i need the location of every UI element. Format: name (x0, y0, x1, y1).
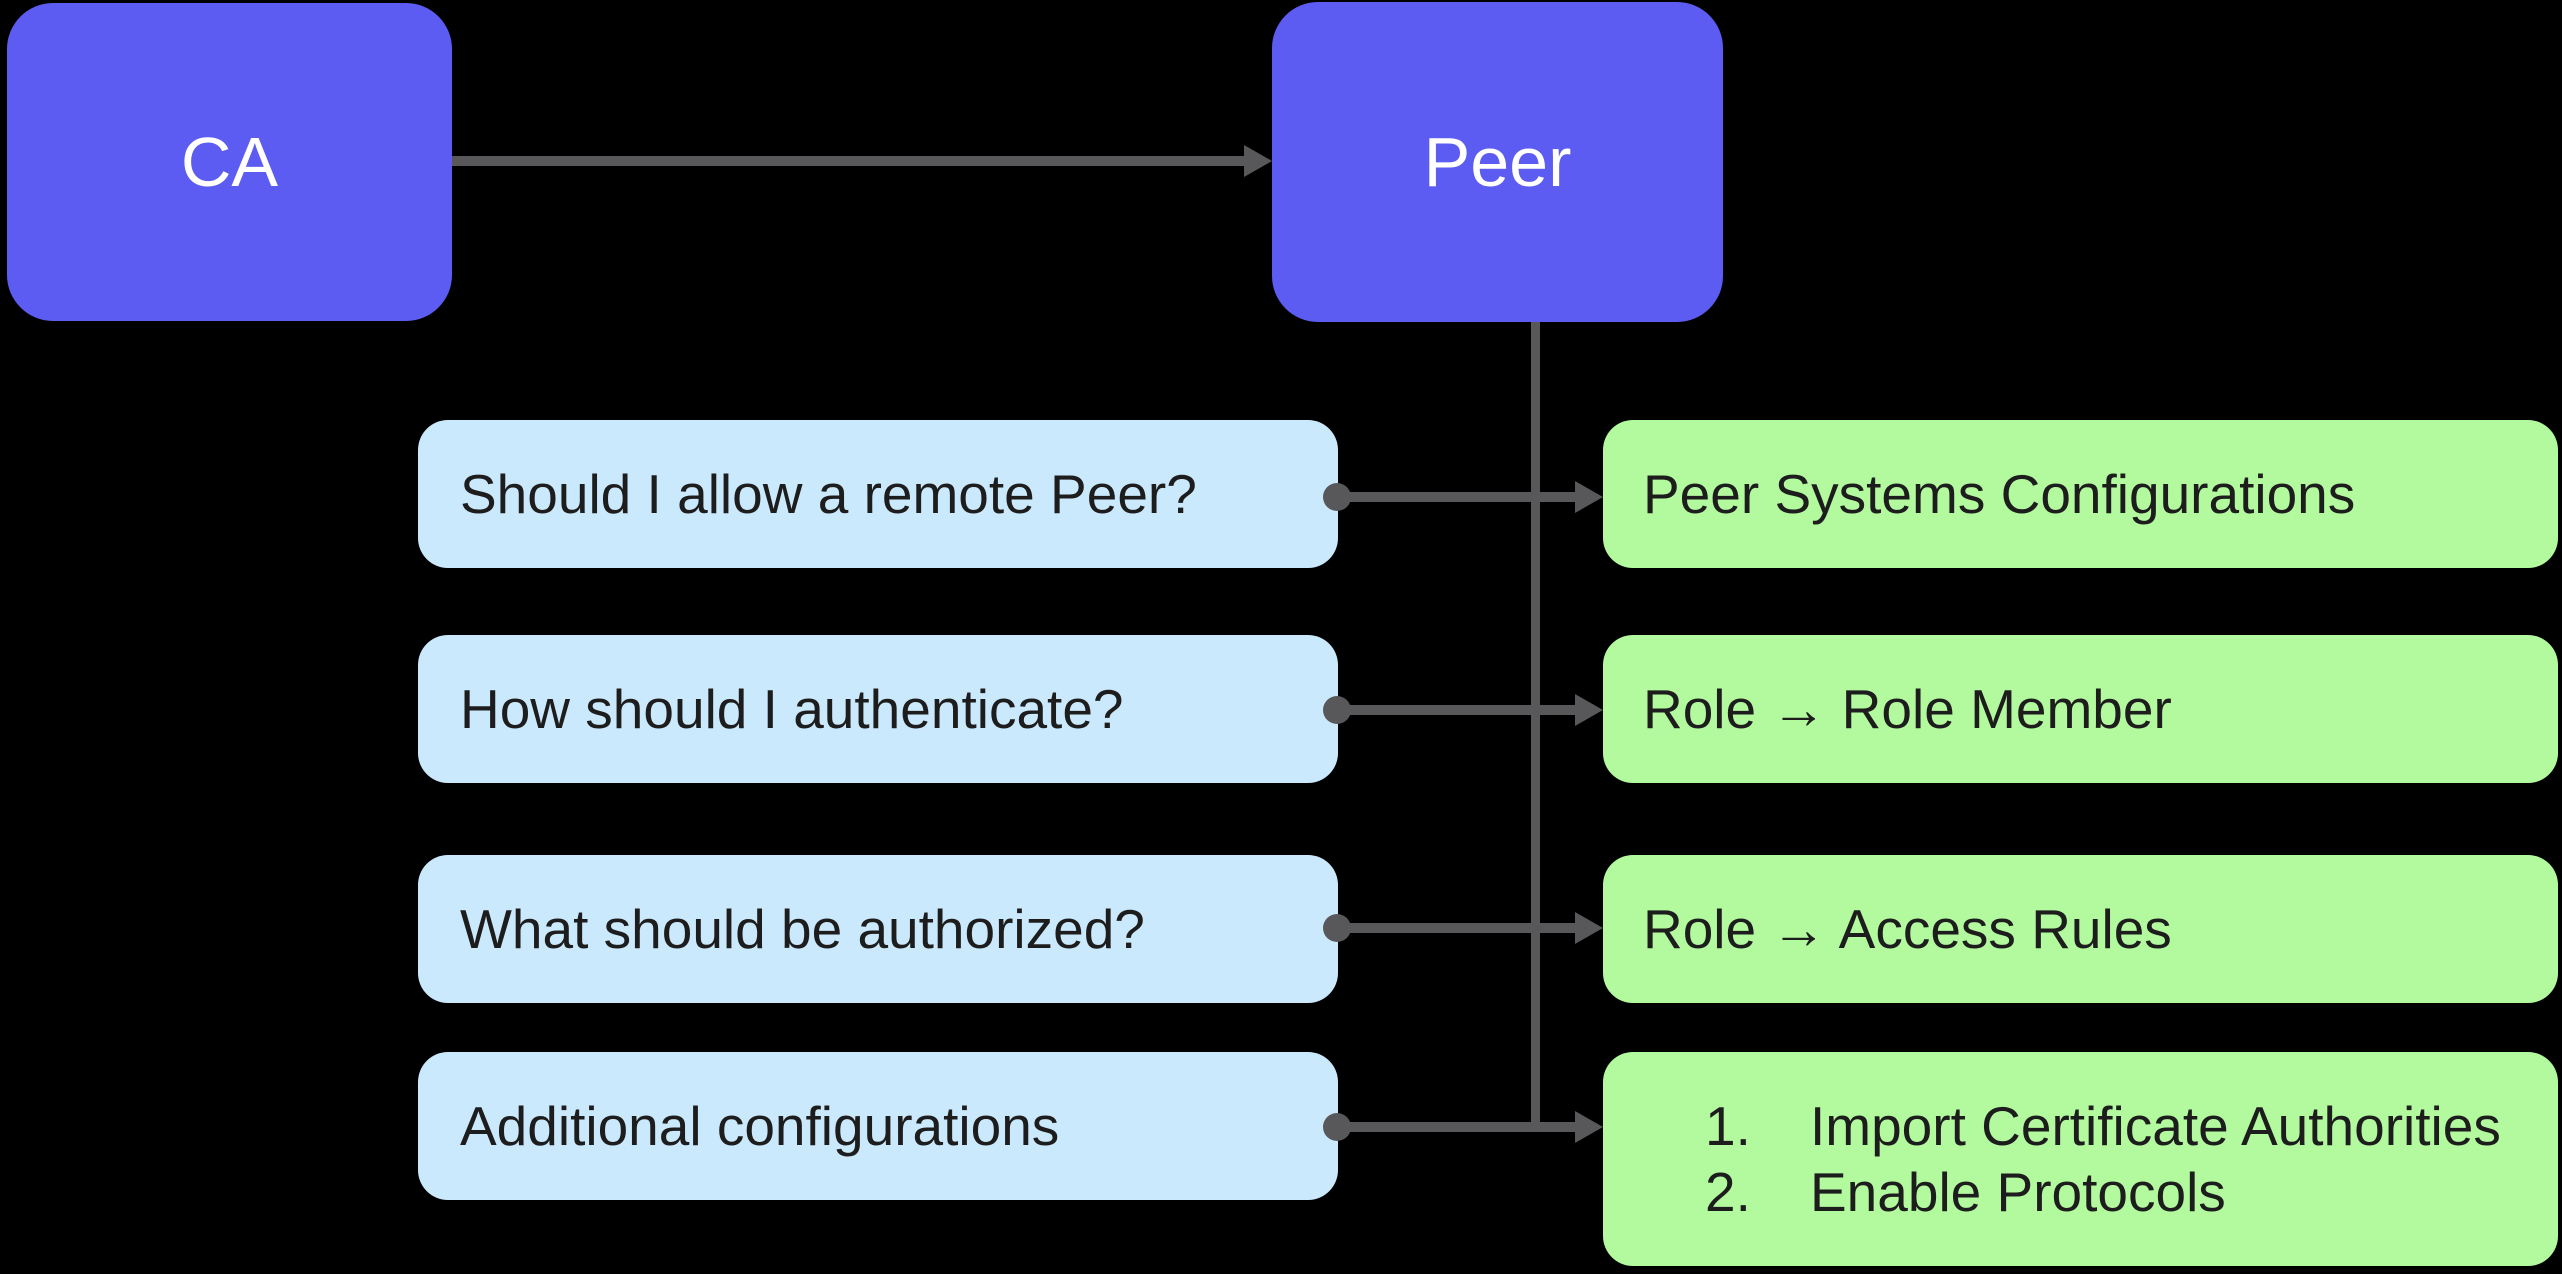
answer-box-additional-steps-list: 1. Import Certificate Authorities 2. Ena… (1603, 1052, 2558, 1266)
question-label-1: Should I allow a remote Peer? (460, 462, 1197, 525)
answer-box-peer-systems-configurations: Peer Systems Configurations (1603, 420, 2558, 568)
list-item-number: 1. (1705, 1095, 1751, 1157)
connector-line-ca-to-peer (452, 156, 1247, 166)
connector-line-2 (1337, 705, 1578, 715)
question-label-4: Additional configurations (460, 1094, 1060, 1157)
arrowhead-1-icon (1575, 481, 1603, 513)
node-ca-label: CA (180, 123, 279, 201)
list-item: 1. Import Certificate Authorities (1705, 1093, 2558, 1159)
arrowhead-4-icon (1575, 1111, 1603, 1143)
question-box-additional-configurations: Additional configurations (418, 1052, 1338, 1200)
list-item-text: Import Certificate Authorities (1810, 1095, 2501, 1157)
question-box-what-authorized: What should be authorized? (418, 855, 1338, 1003)
arrowhead-3-icon (1575, 912, 1603, 944)
node-peer-label: Peer (1423, 123, 1572, 201)
connector-peer-trunk-line (1531, 322, 1540, 1132)
connector-line-3 (1337, 923, 1578, 933)
answer-label-2: Role → Role Member (1643, 677, 2172, 740)
node-ca: CA (7, 3, 452, 321)
list-item: 2. Enable Protocols (1705, 1159, 2558, 1225)
arrowhead-2-icon (1575, 694, 1603, 726)
arrowhead-ca-to-peer-icon (1244, 145, 1272, 177)
answer-label-3: Role → Access Rules (1643, 897, 2172, 960)
question-label-3: What should be authorized? (460, 897, 1145, 960)
connector-line-1 (1337, 492, 1578, 502)
answer-label-1: Peer Systems Configurations (1643, 462, 2356, 525)
question-box-allow-remote-peer: Should I allow a remote Peer? (418, 420, 1338, 568)
answer-box-role-member: Role → Role Member (1603, 635, 2558, 783)
answer-box-access-rules: Role → Access Rules (1603, 855, 2558, 1003)
answer-numbered-list: 1. Import Certificate Authorities 2. Ena… (1705, 1052, 2558, 1225)
list-item-number: 2. (1705, 1161, 1751, 1223)
question-label-2: How should I authenticate? (460, 677, 1124, 740)
question-box-how-authenticate: How should I authenticate? (418, 635, 1338, 783)
node-peer: Peer (1272, 2, 1723, 322)
connector-line-4 (1337, 1122, 1578, 1132)
list-item-text: Enable Protocols (1810, 1161, 2226, 1223)
